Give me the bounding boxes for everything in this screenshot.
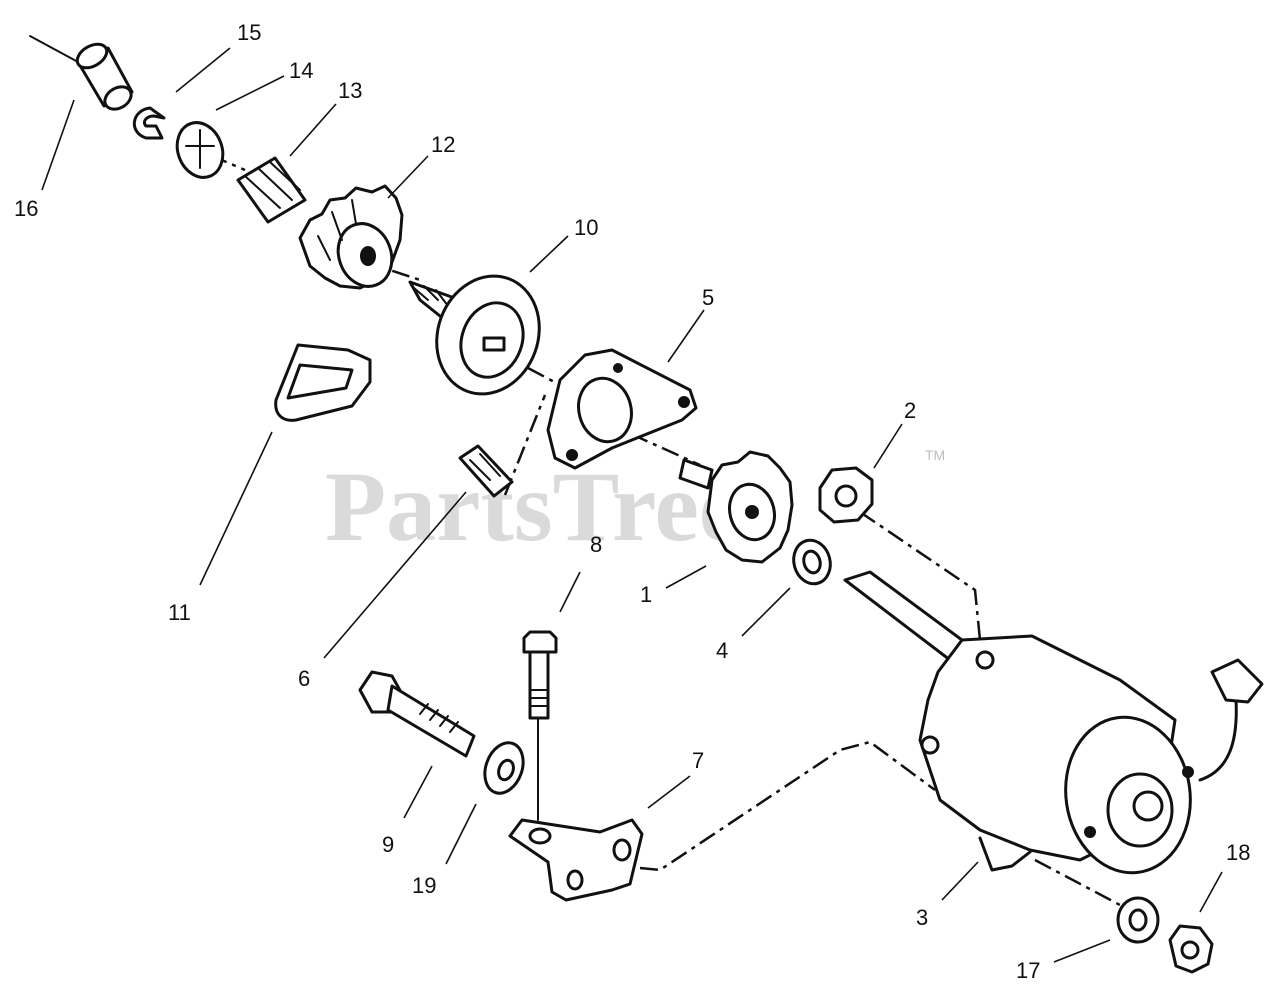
part-2-nut: [818, 466, 874, 524]
callout-16: 16: [14, 196, 38, 221]
part-8-bolt: [522, 630, 558, 720]
callout-9: 9: [382, 832, 394, 857]
part-3-starter-motor: [843, 570, 1264, 875]
callout-2: 2: [904, 398, 916, 423]
part-19-washer: [483, 741, 525, 795]
callout-11: 11: [168, 600, 191, 625]
callout-17: 17: [1016, 958, 1040, 983]
part-17-washer: [1116, 896, 1160, 944]
part-16-cylinder: [75, 42, 134, 111]
part-1-gear: [678, 450, 794, 564]
callout-19: 19: [412, 873, 436, 898]
callout-8: 8: [590, 532, 602, 557]
callout-numbers: 15 14 13 12 16 10 5 2 8 1 11 4 6 7 9 18 …: [14, 20, 1250, 983]
callout-4: 4: [716, 638, 728, 663]
part-9-bolt: [358, 670, 476, 758]
callout-13: 13: [338, 78, 362, 103]
part-10-drive-disc: [408, 274, 541, 396]
callout-14: 14: [289, 58, 313, 83]
part-11-gasket: [274, 343, 372, 422]
part-13-spring: [236, 156, 307, 224]
part-18-nut: [1168, 924, 1214, 974]
watermark-brand: PartsTree: [325, 451, 743, 562]
part-12-pinion-gear: [298, 184, 404, 290]
callout-6: 6: [298, 666, 310, 691]
part-5-plate: [546, 348, 698, 470]
watermark-trademark: TM: [925, 447, 945, 463]
part-7-bracket: [508, 818, 644, 902]
part-14-washer: [175, 121, 225, 179]
callout-10: 10: [574, 215, 598, 240]
callout-3: 3: [916, 905, 928, 930]
callout-5: 5: [702, 285, 714, 310]
callout-15: 15: [237, 20, 261, 45]
callout-leaders: [41, 47, 1223, 963]
part-6-spring: [458, 444, 514, 498]
callout-12: 12: [431, 132, 455, 157]
callout-7: 7: [692, 748, 704, 773]
callout-18: 18: [1226, 840, 1250, 865]
part-4-washer: [792, 538, 832, 586]
callout-1: 1: [640, 582, 652, 607]
part-15-clip: [133, 106, 166, 140]
